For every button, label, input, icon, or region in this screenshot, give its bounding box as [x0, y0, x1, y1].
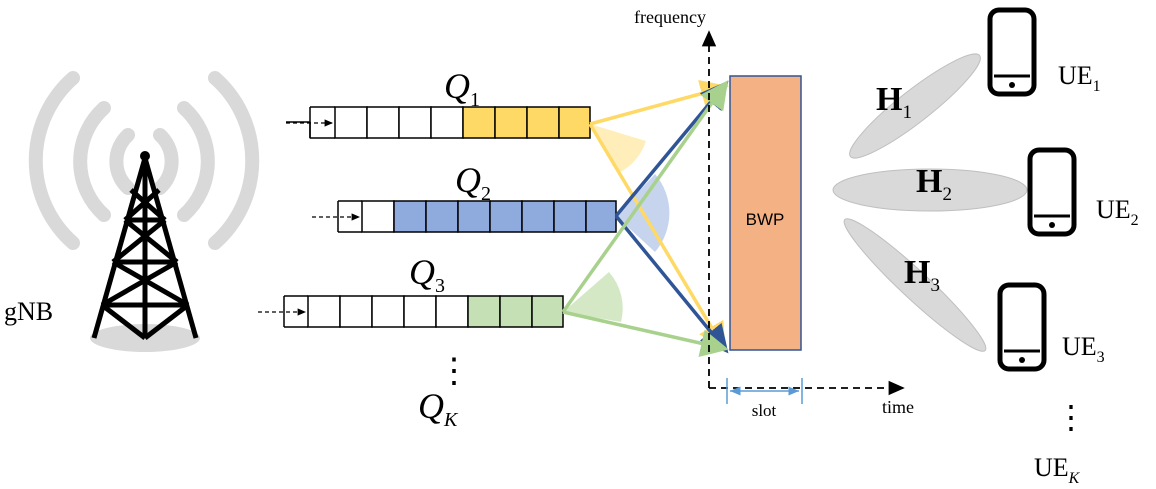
time-frequency-axes: [701, 30, 905, 396]
channel-3-label: H3: [904, 254, 940, 296]
beam-3: [843, 218, 987, 352]
ue-ellipsis: ⋮: [1055, 399, 1087, 435]
bwp-block: [729, 75, 802, 351]
gnb-label: gNB: [4, 297, 53, 326]
phone-icon: [1027, 147, 1077, 237]
beam-2: [832, 168, 1028, 212]
slot-marker: [726, 378, 803, 404]
queue-2-label: Q2: [455, 160, 491, 205]
bwp-label: BWP: [746, 210, 785, 229]
queue-3: [258, 295, 564, 328]
ue-2-label: UE2: [1096, 195, 1139, 229]
ue-3-label: UE3: [1062, 332, 1105, 366]
phone-icon: [987, 7, 1037, 97]
beams: [832, 53, 1028, 352]
channel-1-label: H1: [876, 81, 912, 123]
queue-3-label: Q3: [409, 252, 445, 297]
time-axis-label: time: [882, 397, 914, 417]
queue-2: [312, 200, 617, 233]
queue-1-label: Q1: [444, 66, 480, 111]
ue-1-label: UE1: [1058, 61, 1101, 95]
queue-k-label: QK: [418, 386, 459, 431]
beam-1: [849, 53, 981, 159]
frequency-axis-label: frequency: [634, 7, 706, 27]
phone-icon: [997, 282, 1047, 372]
queue-ellipsis: ⋮: [437, 353, 471, 390]
queue-1-empty-cells: [334, 106, 464, 139]
channel-2-label: H2: [916, 163, 952, 205]
queue-1-filled-cells: [462, 106, 591, 139]
ue-k-label: UEK: [1034, 453, 1081, 487]
gnb-tower-icon: [28, 71, 260, 352]
scheduling-arrows: [561, 80, 729, 358]
slot-label: slot: [752, 401, 777, 420]
queue-1: [286, 106, 591, 139]
